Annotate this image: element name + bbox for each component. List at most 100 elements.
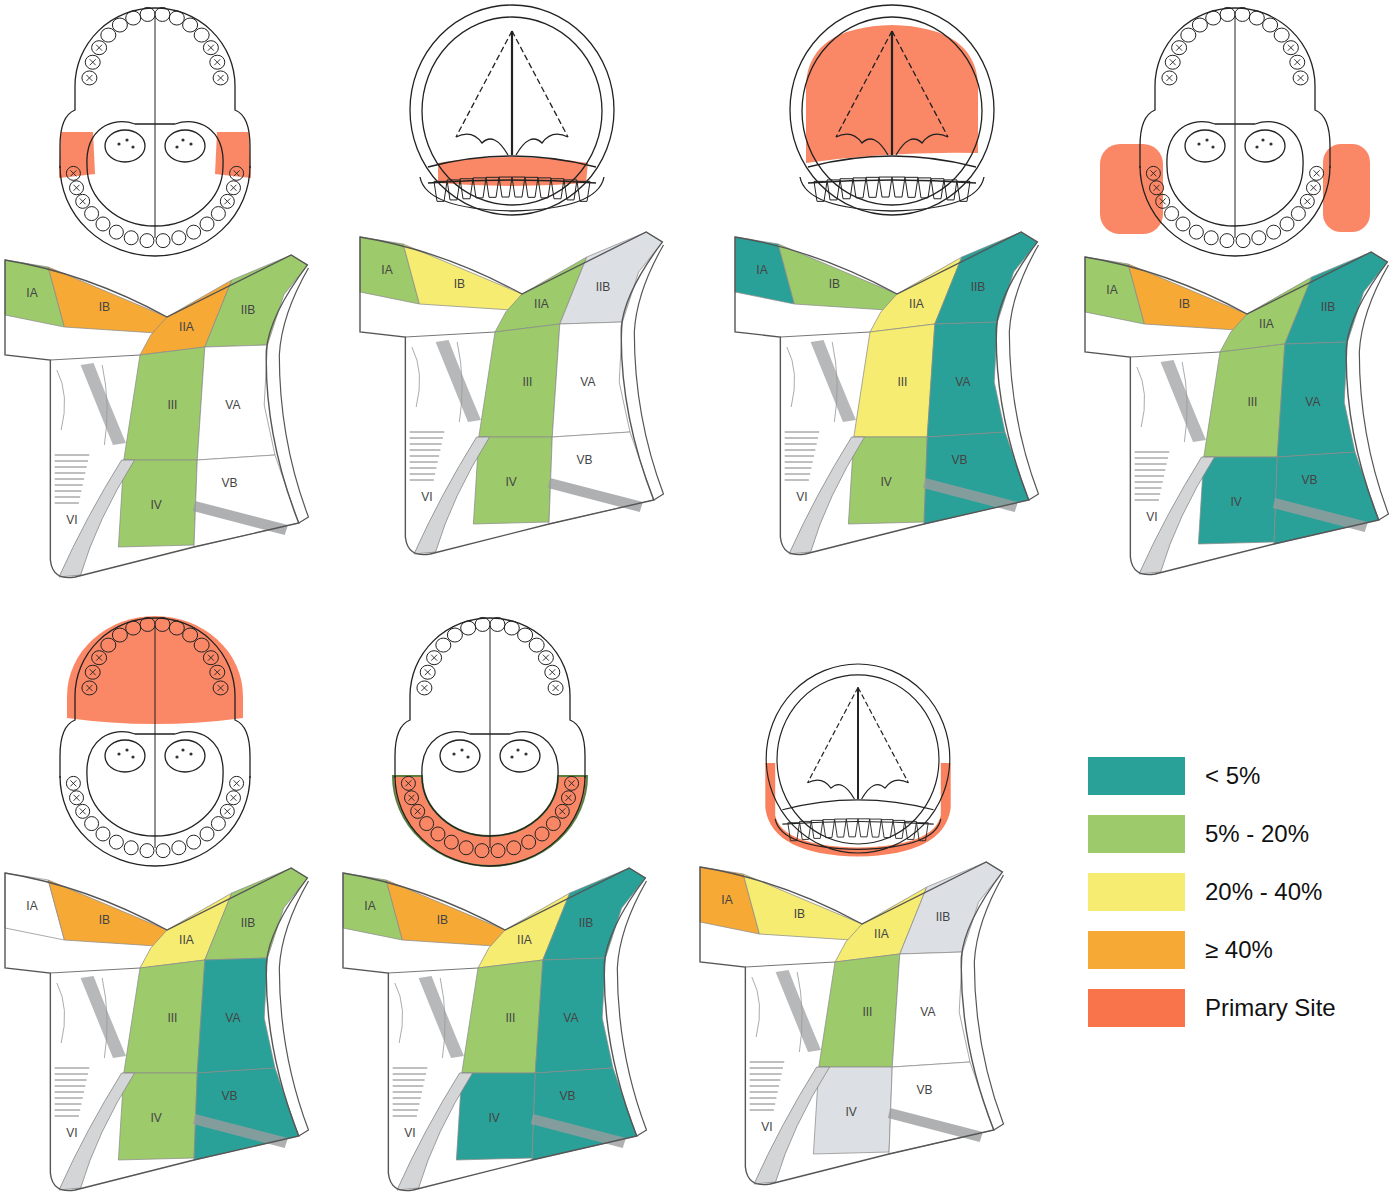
trachea-ring [410, 462, 438, 463]
level-label: VI [1146, 511, 1157, 523]
level-region [456, 1073, 535, 1160]
neck-base [700, 862, 1002, 1185]
tooth [538, 178, 551, 198]
tooth [835, 819, 847, 837]
muscle-strip [1139, 457, 1215, 574]
tooth-mark [234, 780, 240, 786]
primary-site [59, 132, 95, 178]
tooth [417, 681, 432, 695]
trachea-ring [393, 1116, 417, 1117]
tooth-mark [1304, 198, 1310, 204]
level-label: VB [222, 1090, 238, 1102]
mouth-opening [777, 675, 939, 844]
tooth [92, 41, 107, 55]
tooth-mark [218, 75, 224, 81]
palate-line [892, 31, 948, 137]
tooth [1291, 207, 1305, 221]
trachea-ring [55, 1110, 80, 1111]
level-label: IV [881, 476, 892, 488]
neck-outline [343, 868, 645, 1191]
trachea-ring [1135, 458, 1168, 459]
tooth-mark [421, 685, 427, 691]
tooth [1290, 55, 1305, 69]
texture-dot [1261, 138, 1264, 141]
trachea-ring [410, 444, 442, 445]
muscle-band [193, 501, 288, 535]
vessel-band [81, 976, 126, 1058]
palate-line [808, 687, 858, 782]
level-label: VA [563, 1012, 578, 1024]
level-label: VI [761, 1121, 772, 1133]
level-label: VI [66, 514, 77, 526]
tooth [577, 181, 590, 201]
tooth-mark [543, 655, 549, 661]
midline [155, 626, 156, 848]
tooth [840, 179, 853, 199]
tooth [194, 28, 209, 42]
neck-outline [1085, 252, 1387, 575]
trachea-ring [55, 1086, 86, 1087]
tooth [169, 11, 184, 25]
tooth [85, 665, 100, 679]
level-label: IIA [874, 928, 889, 940]
level-region [124, 347, 205, 460]
tooth [187, 225, 201, 239]
texture-dot [125, 138, 128, 141]
tooth [401, 776, 415, 790]
tooth-mark [70, 780, 76, 786]
trachea-ring [1135, 452, 1170, 453]
trachea-ring [393, 1068, 428, 1069]
primary-site [806, 25, 978, 163]
oral-top-view [1100, 7, 1370, 256]
tooth [1310, 166, 1324, 180]
palate-fold [456, 134, 508, 155]
trachea-ring [1135, 464, 1167, 465]
texture-dot [117, 752, 120, 755]
cheek-line [60, 696, 75, 778]
level-region [386, 880, 505, 946]
level-label: IIB [971, 281, 986, 293]
level-label: VB [952, 454, 968, 466]
trapezius-line [974, 875, 1003, 1130]
tooth [140, 7, 155, 21]
tooth [1172, 41, 1187, 55]
trachea-ring [410, 480, 434, 481]
tooth [96, 217, 110, 231]
tooth [858, 819, 870, 837]
tooth [538, 651, 553, 665]
tooth [124, 231, 138, 245]
tooth [1300, 194, 1314, 208]
trachea-ring [785, 432, 820, 433]
tooth [490, 617, 505, 631]
trachea-ring [55, 1068, 90, 1069]
level-label: IIA [534, 298, 549, 310]
level-label: III [167, 399, 177, 411]
tooth [70, 791, 84, 805]
tooth [800, 821, 812, 839]
tooth [203, 41, 218, 55]
tooth [561, 791, 575, 805]
tooth-mark [90, 59, 96, 65]
oral-top-view [60, 616, 250, 866]
level-region [1128, 264, 1247, 330]
muscle-band [531, 1114, 626, 1148]
level-label: IA [1106, 284, 1117, 296]
level-region [743, 874, 862, 940]
tooth [1192, 18, 1207, 32]
texture-dot [131, 755, 134, 758]
midline [1235, 16, 1236, 238]
neck-outline [735, 232, 1037, 555]
tooth [905, 821, 917, 839]
tooth [1162, 71, 1177, 85]
tooth [522, 835, 536, 849]
trachea-ring [55, 1098, 83, 1099]
tooth [112, 628, 127, 642]
tooth [892, 177, 905, 197]
level-label: IA [381, 264, 392, 276]
tooth-mark [70, 170, 76, 176]
tooth [82, 681, 97, 695]
tooth [881, 820, 893, 838]
level-label: VA [580, 376, 595, 388]
level-region [892, 952, 970, 1067]
muscle-strip [414, 437, 490, 554]
